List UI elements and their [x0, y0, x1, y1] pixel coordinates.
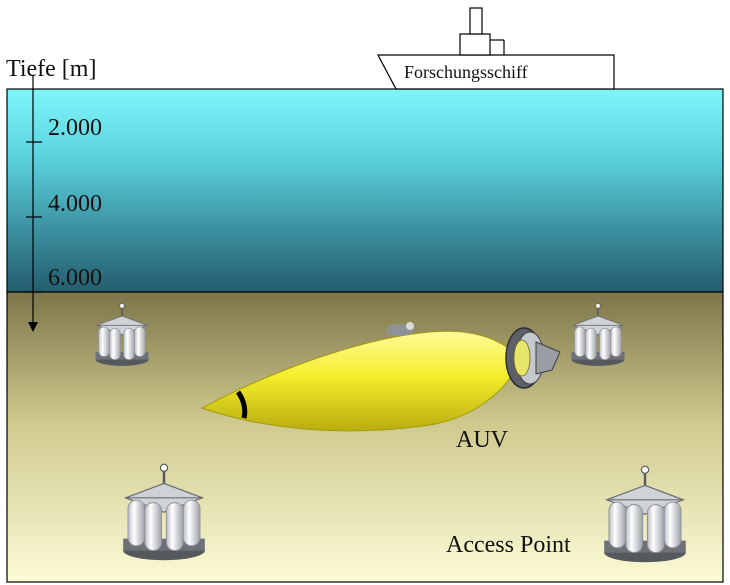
- frame: [6, 88, 724, 583]
- depth-tick-label-6000: 6.000: [48, 265, 102, 291]
- research-ship: [377, 7, 615, 90]
- ship-label: Forschungsschiff: [404, 62, 528, 82]
- auv-vehicle: [200, 322, 561, 432]
- access-point-label: Access Point: [446, 532, 571, 558]
- depth-axis-title: Tiefe [m]: [6, 56, 97, 82]
- depth-tick-label-4000: 4.000: [48, 191, 102, 217]
- depth-tick-label-2000: 2.000: [48, 115, 102, 141]
- auv-label: AUV: [456, 427, 508, 453]
- depth-axis: [26, 75, 42, 332]
- water-column: [7, 89, 723, 292]
